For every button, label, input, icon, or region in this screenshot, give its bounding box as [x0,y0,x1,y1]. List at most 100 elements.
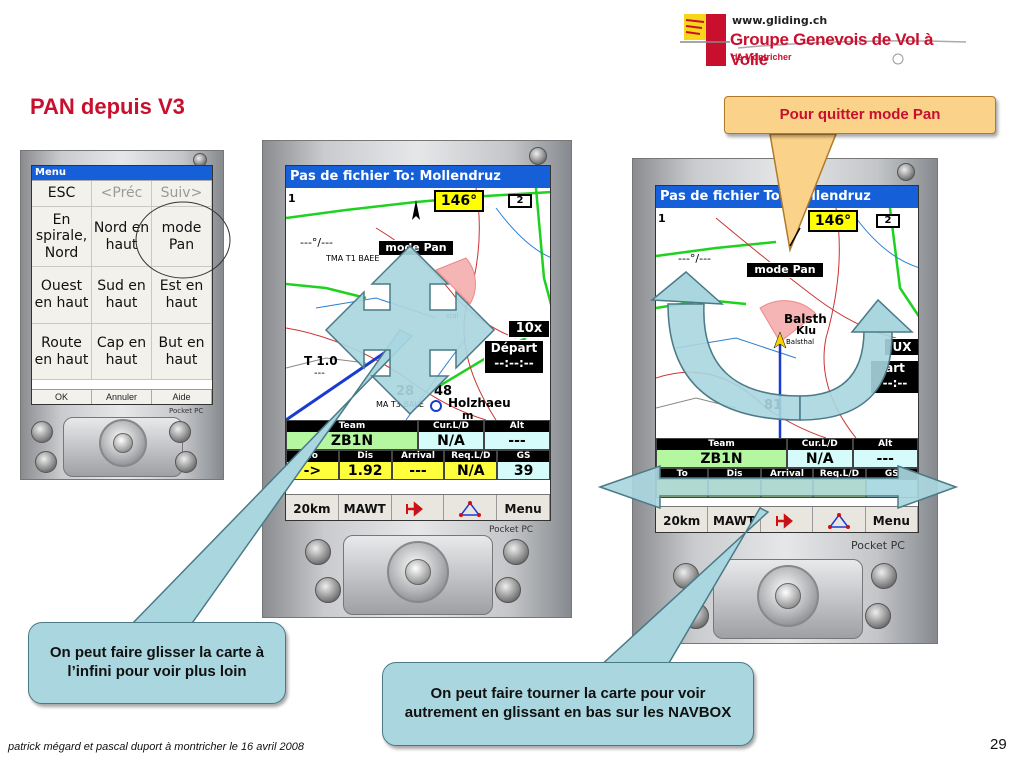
footer-note: patrick mégard et pascal duport à montri… [8,741,304,753]
softkey-aide[interactable]: Aide [152,390,212,404]
map1-mode-pan-label: mode Pan [378,240,454,256]
logo-club-sub: de Montricher [732,52,792,62]
action-button[interactable] [405,559,431,585]
callout-rotate-map: On peut faire tourner la carte pour voir… [382,662,754,746]
map1-bearing: ---°/--- [300,236,334,249]
action-button[interactable] [113,433,133,453]
map1-depart-box: Départ --:--:-- [484,340,544,374]
menu-cell-nord-en-haut[interactable]: Nord en haut [92,207,152,267]
pointer-arrow-icon [789,227,801,247]
map2-depart-time: --:-- [882,376,908,390]
navbox-label: Arrival [761,469,813,480]
navbox-to[interactable]: To-> [286,450,339,480]
navigation-pad[interactable] [387,541,449,603]
contacts-button[interactable] [315,577,341,603]
callout-tail-slide [128,329,414,627]
navbox-value: ZB1N [330,433,374,449]
menu-cell-ouest-en-haut[interactable]: Ouest en haut [32,267,92,324]
navbox-value: N/A [456,463,485,479]
toolbar-button-menu[interactable]: Menu [866,507,918,532]
map1-depart-label: Départ [490,341,538,355]
navbox-value: ZB1N [700,451,743,467]
goto-target-icon[interactable] [761,507,814,532]
pocket-pc-brand: Pocket PC [851,539,905,552]
stylus-button[interactable] [897,163,915,181]
navbox-value: -> [303,463,322,479]
navbox-label: Alt [484,421,549,432]
navbox-alt[interactable]: Alt--- [852,438,918,468]
menu-cell-en-spirale-nord[interactable]: En spirale, Nord [32,207,92,267]
menu-cell-esc[interactable]: ESC [32,181,92,207]
menu-cell-mode-pan[interactable]: mode Pan [152,207,212,267]
menu-cell-préc[interactable]: <Préc [92,181,152,207]
goto-target-icon[interactable] [392,495,445,520]
navbox-label: Dis [339,451,391,462]
navbox-arrival[interactable]: Arrival--- [391,450,445,480]
task-triangle-icon[interactable] [444,495,498,520]
map2-depart-label: art [885,361,905,375]
menu-cell-suiv[interactable]: Suiv> [152,181,212,207]
inbox-button[interactable] [169,421,191,443]
inbox-button[interactable] [503,539,529,565]
navbox-value: 1.92 [347,463,383,479]
action-button[interactable] [775,583,801,609]
navbox-alt[interactable]: Alt--- [483,420,550,450]
navbox-label: GS [866,469,917,480]
logo-club-name: Groupe Genevois de Vol à Voile [730,30,934,69]
map2-zoom-box-partial[interactable]: UX [884,338,918,356]
rotate-left-arrow-icon [667,303,801,421]
menu-cell-cap-en-haut[interactable]: Cap en haut [92,324,152,380]
navbox-label: Team [287,421,417,432]
navbox-value: N/A [805,451,834,467]
callout-slide-map: On peut faire glisser la carte à l’infin… [28,622,286,704]
club-logo: www.gliding.ch Groupe Genevois de Vol à … [680,12,970,70]
navbox-label: Team [657,439,786,450]
navbox-label: To [287,451,338,462]
map2-heading-box: 146° [808,210,858,232]
menu-cell-est-en-haut[interactable]: Est en haut [152,267,212,324]
menu-cell-sud-en-haut[interactable]: Sud en haut [92,267,152,324]
map1-zoom-box[interactable]: 10x [508,320,550,338]
toolbar-button-mawt[interactable]: MAWT [339,495,392,520]
navigation-pad[interactable] [99,419,147,467]
logo-url: www.gliding.ch [732,14,828,27]
toolbar-button-20km[interactable]: 20km [286,495,339,520]
map2-place-small: Balsthal [786,338,815,346]
menu-cell-route-en-haut[interactable]: Route en haut [32,324,92,380]
navbox-value: --- [876,451,894,467]
task-triangle-icon[interactable] [813,507,866,532]
calendar-button[interactable] [305,539,331,565]
navbox-label: Arrival [392,451,444,462]
softkey-ok[interactable]: OK [32,390,92,404]
home-button[interactable] [495,577,521,603]
home-button[interactable] [175,451,197,473]
softkey-annuler[interactable]: Annuler [92,390,152,404]
home-button[interactable] [865,603,891,629]
calendar-button[interactable] [31,421,53,443]
callout-quit-pan: Pour quitter mode Pan [724,96,996,134]
menu-cell-but-en-haut[interactable]: But en haut [152,324,212,380]
navbox-label: Cur.L/D [788,439,852,450]
navbox-value: 39 [513,463,534,479]
pocket-pc-brand: Pocket PC [169,407,204,415]
map1-team-distance: T 1.0 [304,354,338,368]
map2-page-box: 2 [876,214,900,228]
contacts-button[interactable] [35,451,57,473]
inbox-button[interactable] [871,563,897,589]
toolbar-button-20km[interactable]: 20km [656,507,709,532]
stylus-button[interactable] [529,147,547,165]
map1-waypoint-index: 1 [288,192,296,205]
toolbar-button-menu[interactable]: Menu [497,495,550,520]
navigation-pad[interactable] [757,565,819,627]
map1-page-box: 2 [508,194,532,208]
pan-cross-arrow-icon [324,244,496,416]
map1-place-label: Holzhaeu [448,396,511,410]
